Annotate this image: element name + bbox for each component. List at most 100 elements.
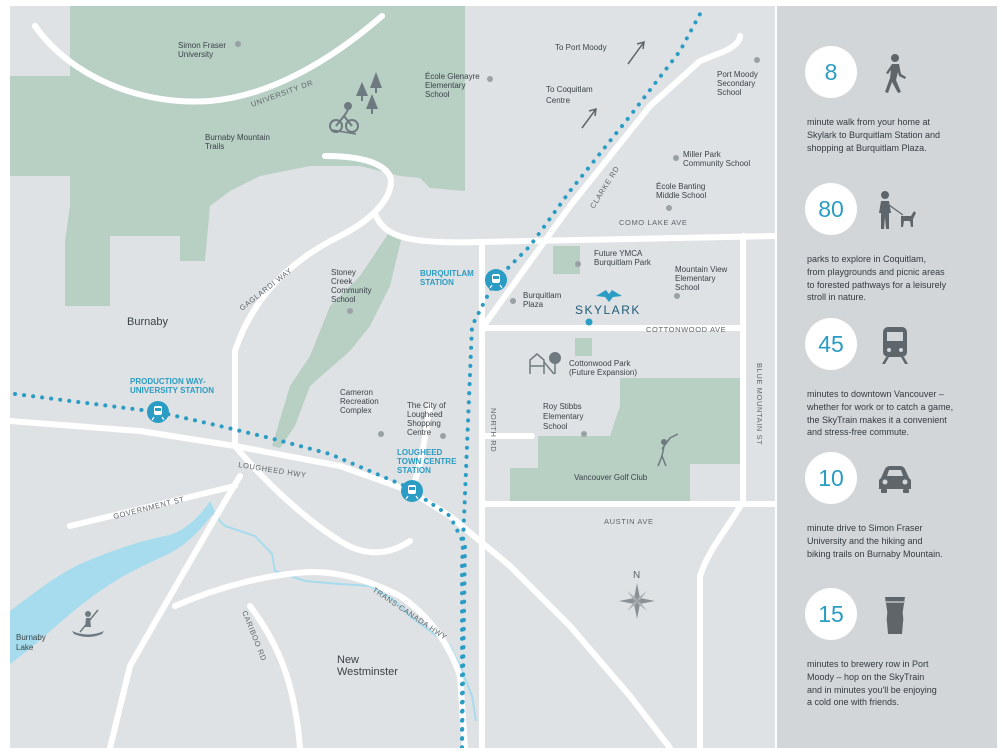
lougheed-station-marker[interactable] bbox=[401, 480, 423, 502]
skytrain-icon bbox=[873, 324, 917, 366]
skytrain-line bbox=[13, 12, 702, 748]
park-areas bbox=[10, 6, 743, 501]
future-ymca-park bbox=[553, 246, 580, 274]
vancouver-golf-label: Vancouver Golf Club bbox=[574, 473, 648, 482]
stat-line: minute walk from your home at bbox=[807, 117, 931, 127]
university-dr-road bbox=[32, 13, 385, 105]
gaglardi-way-label: GAGLARDI WAY bbox=[238, 266, 294, 313]
stat-line: stroll in nature. bbox=[807, 292, 867, 303]
cottonwood-park-label: Cottonwood Park(Future Expansion) bbox=[569, 359, 637, 377]
ecole-banting-dot bbox=[666, 205, 672, 211]
stat-line: from playgrounds and picnic areas bbox=[807, 266, 945, 277]
evergreen-line bbox=[460, 12, 702, 748]
mountain-view-dot bbox=[674, 293, 680, 299]
blue-mountain-st-label: BLUE MOUNTAIN ST bbox=[755, 363, 764, 445]
production-way-station-marker[interactable] bbox=[147, 401, 169, 423]
coquitlam-arrow-icon bbox=[581, 107, 597, 129]
burquitlam-plaza-dot bbox=[510, 298, 516, 304]
stat-number: 15 bbox=[805, 588, 857, 640]
cottonwood-ave-label: COTTONWOOD AVE bbox=[646, 325, 726, 334]
government-st-label: GOVERNMENT ST bbox=[112, 495, 185, 521]
mountain-bike-icon bbox=[329, 102, 359, 135]
port-moody-secondary-dot bbox=[754, 57, 760, 63]
skylark-dot bbox=[585, 318, 593, 326]
burquitlam-station-marker[interactable] bbox=[485, 269, 507, 291]
walking-person-icon bbox=[873, 52, 917, 94]
road-network bbox=[10, 13, 775, 748]
cariboo-rd-road bbox=[107, 473, 243, 748]
trees-icon bbox=[356, 72, 382, 114]
stat-line: and in minutes you'll be enjoying bbox=[807, 684, 937, 695]
stat-line: whether for work or to catch a game, bbox=[807, 401, 954, 412]
skylark-logo-icon bbox=[596, 290, 622, 302]
stoney-creek-dot bbox=[347, 308, 353, 314]
stat-line: a cold one with friends. bbox=[807, 697, 900, 708]
simon-fraser-dot bbox=[235, 41, 241, 47]
skylark-label: SKYLARK bbox=[575, 303, 641, 317]
canoe-icon bbox=[72, 609, 104, 637]
stat-number: 8 bbox=[805, 46, 857, 98]
stat-description: minute drive to Simon Fraser University … bbox=[807, 522, 977, 560]
cottonwood-park bbox=[575, 338, 592, 356]
government-st-road bbox=[67, 483, 238, 529]
stat-line: biking trails on Burnaby Mountain. bbox=[807, 548, 943, 559]
austin-ave-label: AUSTIN AVE bbox=[604, 517, 654, 526]
stat-line: shopping at Burquitlam Plaza. bbox=[807, 142, 927, 153]
port-moody-arrow-icon bbox=[627, 40, 645, 65]
stat-line: Moody – hop on the SkyTrain bbox=[807, 671, 925, 682]
lougheed-hwy-label: LOUGHEED HWY bbox=[238, 460, 307, 480]
como-lake-ave-label: COMO LAKE AVE bbox=[619, 218, 688, 227]
millennium-line-west bbox=[13, 392, 468, 748]
south-lougheed-road bbox=[232, 443, 413, 556]
clarke-rd-label: CLARKE RD bbox=[588, 164, 621, 210]
east-curve-road bbox=[697, 498, 746, 748]
new-westminster-road bbox=[247, 603, 303, 748]
north-rd-label: NORTH RD bbox=[489, 408, 498, 452]
stat-line: minute drive to Simon Fraser bbox=[807, 523, 923, 533]
place-dots bbox=[235, 41, 760, 439]
stat-line: the SkyTrain makes it a convenient bbox=[807, 414, 947, 425]
car-icon bbox=[873, 458, 917, 500]
mountain-connector-road bbox=[322, 153, 394, 239]
stat-line: Skylark to Burquitlam Station and bbox=[807, 129, 941, 140]
stat-line: to forested pathways for a leisurely bbox=[807, 279, 947, 290]
burnaby-lake bbox=[10, 501, 215, 664]
burnaby-area-label: Burnaby bbox=[127, 316, 168, 328]
stat-number: 45 bbox=[805, 318, 857, 370]
vancouver-golf-club-area bbox=[510, 378, 743, 501]
trans-canada-hwy-label: TRANS-CANADA HWY bbox=[371, 585, 449, 642]
miller-park-dot bbox=[673, 155, 679, 161]
stat-number: 10 bbox=[805, 452, 857, 504]
stat-line: and stress-free commute. bbox=[807, 427, 910, 438]
direction-arrows bbox=[581, 40, 645, 129]
stat-line: parks to explore in Coquitlam, bbox=[807, 254, 927, 264]
playground-icon bbox=[529, 352, 561, 375]
stat-line: minutes to brewery row in Port bbox=[807, 659, 929, 669]
trans-canada-hwy-road bbox=[172, 569, 468, 748]
station-markers bbox=[147, 269, 507, 502]
stat-description: minute walk from your home at Skylark to… bbox=[807, 116, 977, 154]
ecole-glenayre-dot bbox=[487, 76, 493, 82]
stat-line: minutes to downtown Vancouver – bbox=[807, 389, 944, 399]
stat-number: 80 bbox=[805, 183, 857, 235]
lougheed-hwy-road bbox=[10, 418, 673, 748]
map-icons bbox=[72, 40, 679, 637]
stat-description: minutes to brewery row in Port Moody – h… bbox=[807, 658, 977, 709]
